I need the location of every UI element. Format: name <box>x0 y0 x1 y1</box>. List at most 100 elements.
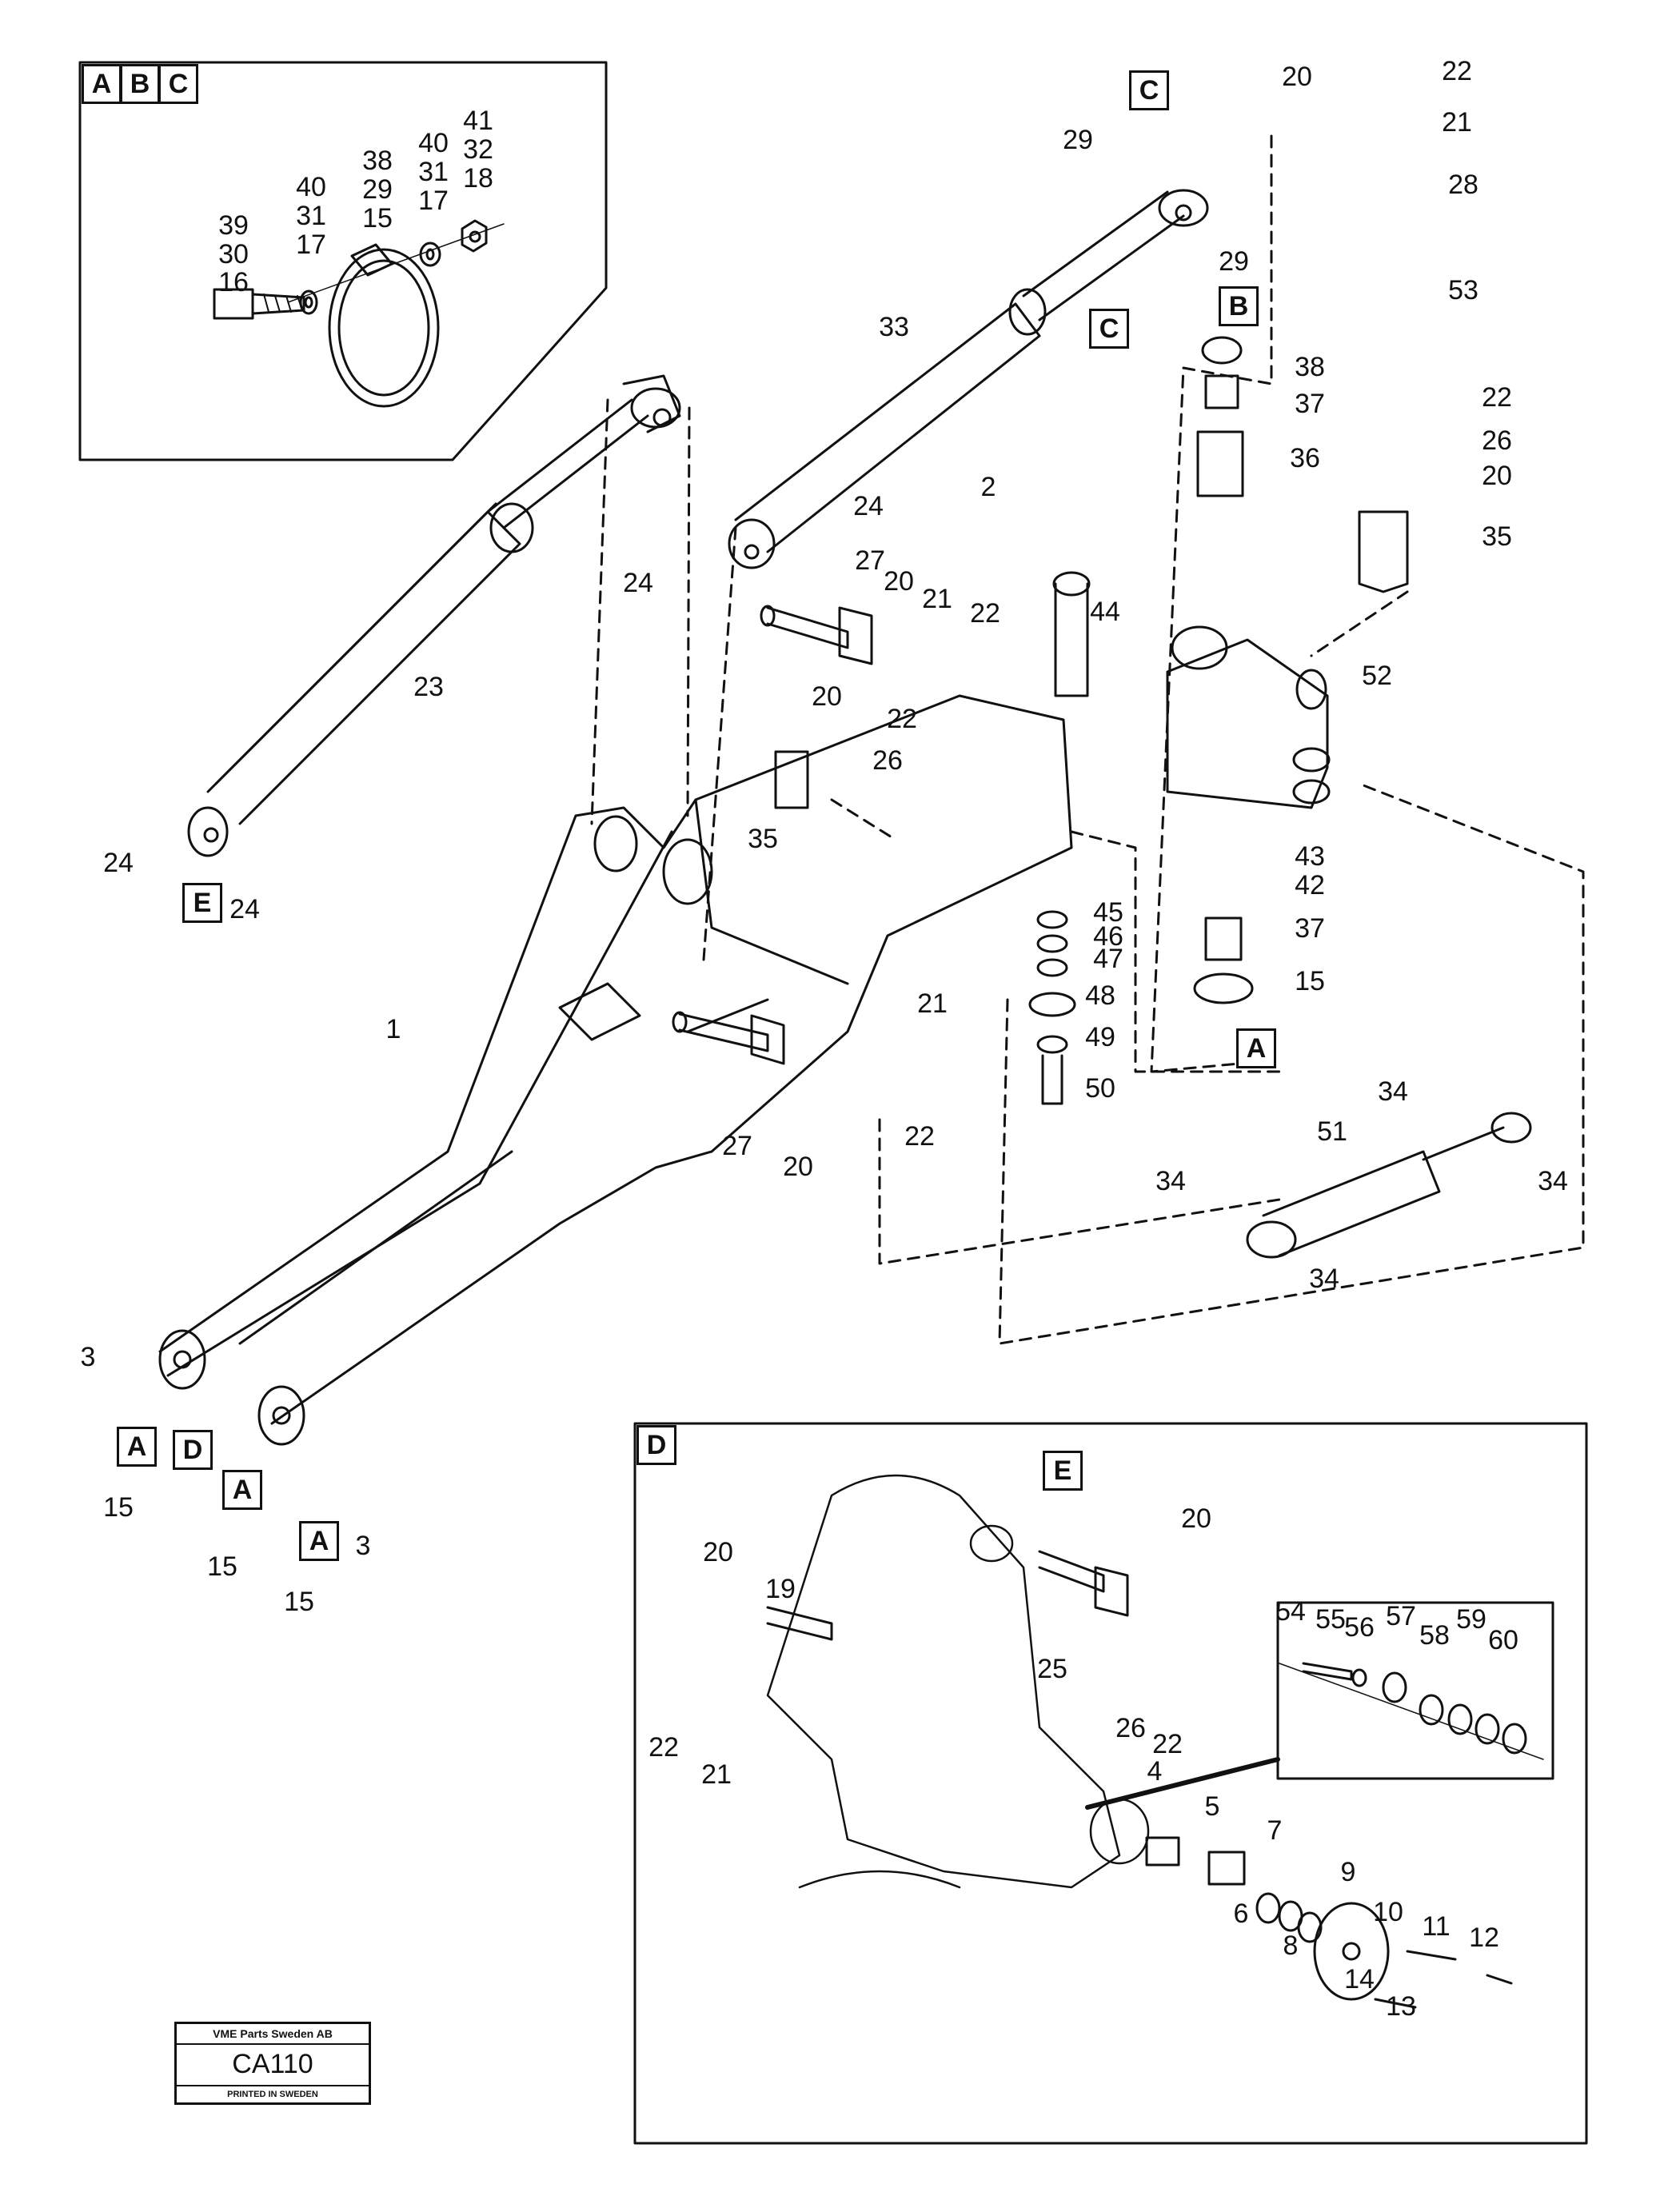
part-label: 17 <box>296 230 326 260</box>
part-label: 35 <box>1482 521 1512 552</box>
part-label: 15 <box>284 1587 314 1617</box>
callout-box-a: A <box>1236 1028 1276 1068</box>
part-label: 26 <box>872 745 903 776</box>
printed-note: PRINTED IN SWEDEN <box>177 2085 369 2102</box>
part-label: 29 <box>362 174 393 205</box>
part-label: 27 <box>722 1131 752 1161</box>
part-label: 46 <box>1093 921 1123 952</box>
part-label: 30 <box>218 239 249 270</box>
steering-cylinder <box>1246 1112 1532 1259</box>
callout-box-a: A <box>299 1521 339 1561</box>
part-label: 48 <box>1085 980 1115 1011</box>
inset-abc-frame <box>78 61 608 461</box>
callout-box-a: A <box>222 1470 262 1510</box>
part-label: 50 <box>1085 1073 1115 1104</box>
part-label: 22 <box>1482 382 1512 413</box>
part-label: 20 <box>884 566 914 597</box>
part-label: 37 <box>1295 389 1325 419</box>
part-label: 40 <box>296 172 326 202</box>
part-label: 14 <box>1344 1964 1375 1994</box>
part-label: 40 <box>418 128 449 158</box>
inset-tab-d: D <box>636 1425 676 1465</box>
callout-box-c: C <box>1129 70 1169 110</box>
part-label: 54 <box>1275 1596 1306 1627</box>
part-label: 31 <box>296 201 326 231</box>
part-label: 6 <box>1234 1899 1249 1929</box>
part-label: 60 <box>1488 1625 1518 1655</box>
inset-tab-a: A <box>82 64 122 104</box>
part-label: 58 <box>1419 1620 1450 1651</box>
part-label: 24 <box>103 848 134 878</box>
bushing-lower <box>1193 916 1254 1004</box>
part-label: 24 <box>853 491 884 521</box>
part-label: 51 <box>1317 1116 1347 1147</box>
part-label: 1 <box>386 1014 401 1044</box>
pin-35-left <box>774 750 809 809</box>
part-label: 5 <box>1205 1791 1220 1822</box>
part-label: 21 <box>701 1759 732 1790</box>
pivot-bracket <box>1166 625 1331 809</box>
axle-housing <box>766 1474 1150 1889</box>
part-label: 39 <box>218 210 249 241</box>
dashed-links <box>590 134 1585 1345</box>
bushing-4 <box>1145 1836 1180 1867</box>
part-label: 11 <box>1422 1911 1450 1942</box>
part-label: 31 <box>418 157 449 187</box>
part-label: 20 <box>1282 62 1312 92</box>
part-label: 43 <box>1295 841 1325 872</box>
pin-lower <box>672 1011 785 1065</box>
part-label: 16 <box>218 267 249 297</box>
part-label: 20 <box>703 1537 733 1567</box>
top-cylinder <box>728 189 1209 569</box>
part-label: 42 <box>1295 870 1325 900</box>
bushing-stack <box>1196 336 1244 497</box>
part-label: 9 <box>1341 1857 1356 1887</box>
part-label: 34 <box>1155 1166 1186 1196</box>
part-label: 18 <box>463 163 493 194</box>
part-label: 3 <box>81 1342 96 1372</box>
inset-washer-left <box>299 289 318 315</box>
lift-arm-frame <box>158 694 1073 1446</box>
inset-tab-b: B <box>120 64 160 104</box>
part-label: 26 <box>1115 1713 1146 1743</box>
detail-parts <box>1279 1662 1544 1760</box>
part-label: 21 <box>917 988 948 1019</box>
pin-35-right <box>1358 510 1409 593</box>
part-label: 24 <box>623 568 653 598</box>
part-label: 32 <box>463 134 493 165</box>
washer-stack <box>1028 910 1076 1105</box>
pin-25 <box>1038 1550 1129 1617</box>
bushing-5 <box>1207 1851 1246 1886</box>
part-label: 8 <box>1283 1931 1299 1961</box>
title-block: VME Parts Sweden AB CA110 PRINTED IN SWE… <box>174 2022 371 2105</box>
inset-d-frame <box>633 1422 1588 2145</box>
part-label: 47 <box>1093 944 1123 974</box>
part-label: 3 <box>356 1531 371 1561</box>
part-label: 38 <box>1295 352 1325 382</box>
part-label: 21 <box>922 584 952 614</box>
inset-bolt <box>213 288 305 320</box>
pin-19 <box>766 1606 833 1641</box>
part-label: 17 <box>418 186 449 216</box>
part-label: 15 <box>362 203 393 234</box>
part-label: 36 <box>1290 443 1320 473</box>
part-label: 15 <box>207 1551 237 1582</box>
part-label: 19 <box>765 1574 796 1604</box>
part-label: 57 <box>1386 1601 1416 1631</box>
part-label: 38 <box>362 146 393 176</box>
part-label: 33 <box>879 312 909 342</box>
part-label: 29 <box>1063 125 1093 155</box>
callout-box-a: A <box>117 1427 157 1467</box>
cap-9 <box>1313 1902 1390 2001</box>
callout-box-d: D <box>173 1430 213 1470</box>
part-label: 7 <box>1267 1815 1283 1846</box>
part-label: 15 <box>1295 966 1325 996</box>
part-label: 55 <box>1315 1604 1346 1635</box>
part-label: 4 <box>1147 1756 1163 1787</box>
part-label: 20 <box>1181 1503 1211 1534</box>
inset-clamp-ring <box>328 243 440 408</box>
inset-washer-right <box>419 242 441 267</box>
